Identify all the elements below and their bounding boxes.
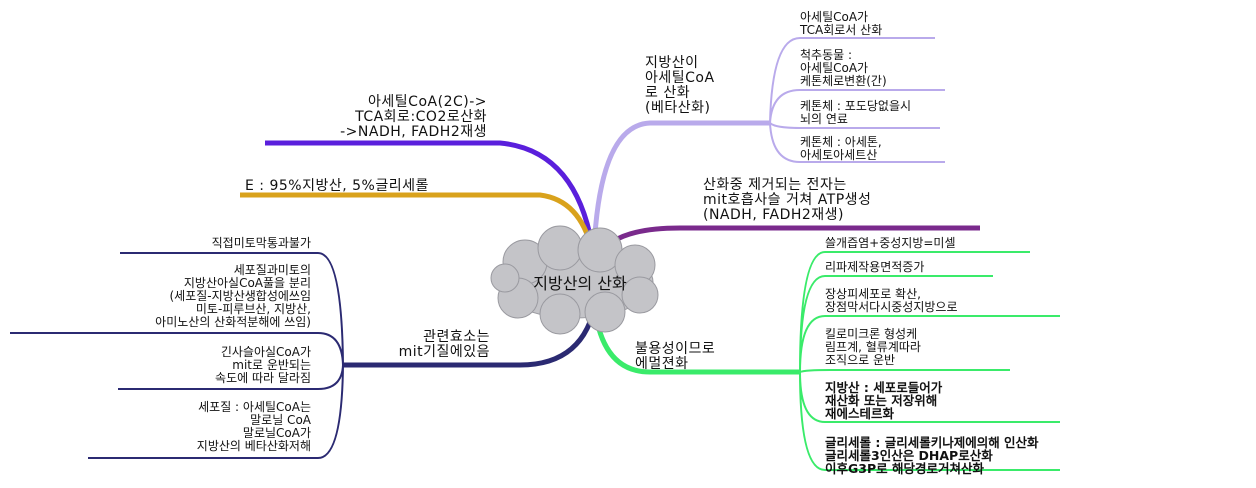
node-insoluble-child[interactable]: 지방산 : 세포로들어가 재산화 또는 저장위해 재에스테르화 xyxy=(825,380,943,421)
insoluble-children-lines xyxy=(799,251,1060,471)
node-enzyme-child[interactable]: 세포질과미토의 지방산아실CoA풀을 분리 (세포질-지방산생합성에쓰임 미토-… xyxy=(155,263,311,329)
branch-line-beta-oxidation xyxy=(591,120,770,251)
node-beta-oxidation[interactable]: 지방산이 아세틸CoA 로 산화 (베타산화) xyxy=(645,55,715,116)
central-topic[interactable]: 지방산의 산화 xyxy=(533,274,627,293)
node-beta-child[interactable]: 아세틸CoA가 TCA회로서 산화 xyxy=(800,10,883,37)
enzyme-children-lines xyxy=(10,252,344,459)
node-insoluble-child[interactable]: 쓸개즙염+중성지방=미셀 xyxy=(825,236,956,250)
node-insoluble-child[interactable]: 리파제작용면적증가 xyxy=(825,260,925,274)
branch-line-acetyl-tca xyxy=(265,140,595,246)
node-insoluble[interactable]: 불용성이므로 에멀젼화 xyxy=(635,341,716,372)
node-beta-child[interactable]: 케톤체 : 아세톤, 아세토아세트산 xyxy=(800,135,882,162)
central-cloud-shape xyxy=(490,225,659,335)
node-energy[interactable]: E : 95%지방산, 5%글리세롤 xyxy=(245,178,429,194)
node-insoluble-child[interactable]: 글리세롤 : 글리세롤키나제에의해 인산화 글리세롤3인산은 DHAP로산화 이… xyxy=(825,435,1039,476)
node-beta-child[interactable]: 케톤체 : 포도당없을시 뇌의 연료 xyxy=(800,99,912,126)
node-enzyme-child[interactable]: 세포질 : 아세틸CoA는 말로닐 CoA 말로닐CoA가 지방산의 베타산화저… xyxy=(196,400,311,453)
node-insoluble-child[interactable]: 킬로미크론 형성케 림프계, 혈류계따라 조직으로 운반 xyxy=(825,327,921,367)
node-acetyl-tca[interactable]: 아세틸CoA(2C)-> TCA회로:CO2로산화 ->NADH, FADH2재… xyxy=(340,94,487,140)
node-enzyme-child[interactable]: 직접미토막통과불가 xyxy=(211,236,311,250)
node-enzyme-child[interactable]: 긴사슬아실CoA가 mit로 운반되는 속도에 따라 달라짐 xyxy=(215,345,311,385)
node-enzymes[interactable]: 관련효소는 mit기질에있음 xyxy=(398,329,490,360)
node-electrons[interactable]: 산화중 제거되는 전자는 mit호흡사슬 거쳐 ATP생성 (NADH, FAD… xyxy=(703,177,872,223)
beta-children-lines xyxy=(769,37,945,163)
node-beta-child[interactable]: 척추동물 : 아세틸CoA가 케톤체로변환(간) xyxy=(800,48,887,88)
node-insoluble-child[interactable]: 장상피세포로 확산, 장점막서다시중성지방으로 xyxy=(825,287,958,314)
